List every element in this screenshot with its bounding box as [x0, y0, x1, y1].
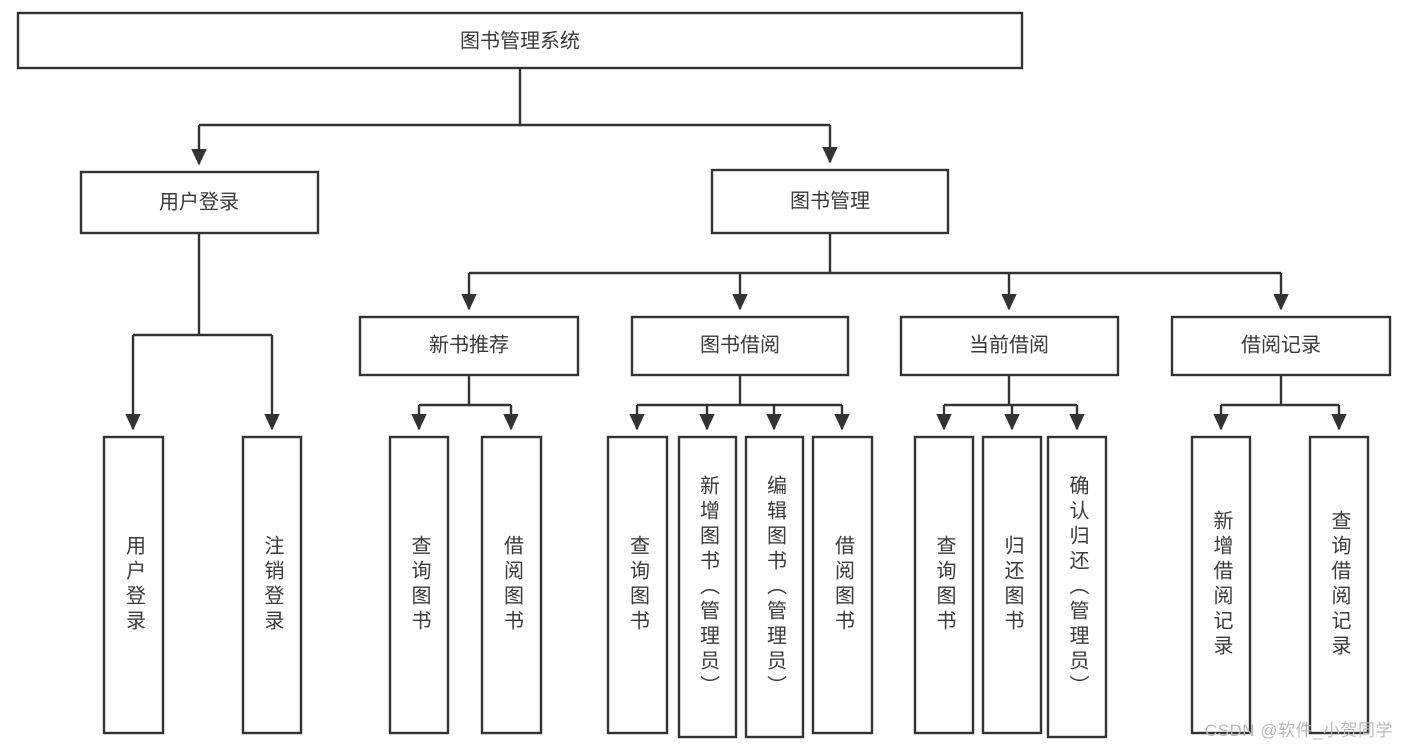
- node-book-mgmt[interactable]: 图书管理: [710, 168, 950, 235]
- node-borrow[interactable]: 图书借阅: [630, 315, 850, 377]
- leaf-box-add-record[interactable]: [1190, 435, 1252, 735]
- node-user-login-box[interactable]: [79, 170, 320, 235]
- leaf-box-borrow-books-new[interactable]: [480, 435, 543, 735]
- connector-group-root: [191, 68, 838, 166]
- node-root-label: 图书管理系统: [460, 29, 580, 52]
- node-user-login[interactable]: 用户登录: [79, 170, 320, 235]
- node-borrow-records[interactable]: 借阅记录: [1170, 315, 1392, 377]
- node-root-box[interactable]: [16, 11, 1024, 70]
- node-root[interactable]: 图书管理系统: [16, 11, 1024, 70]
- connector-group-current: [936, 375, 1085, 431]
- node-new-books-label: 新书推荐: [429, 333, 509, 356]
- leaf-box-query-record[interactable]: [1308, 435, 1370, 735]
- node-borrow-label: 图书借阅: [700, 333, 780, 356]
- node-current-borrow[interactable]: 当前借阅: [899, 315, 1120, 377]
- node-book-mgmt-box[interactable]: [710, 168, 950, 235]
- leaf-box-query-books-current[interactable]: [913, 435, 975, 735]
- connector-group-new-books: [411, 375, 519, 431]
- node-book-mgmt-label: 图书管理: [790, 189, 870, 212]
- node-user-login-label: 用户登录: [159, 190, 239, 213]
- node-new-books-box[interactable]: [358, 315, 580, 377]
- leaf-box-query-books-borrow[interactable]: [606, 435, 669, 735]
- node-current-borrow-box[interactable]: [899, 315, 1120, 377]
- connector-group-user-login: [125, 233, 280, 431]
- leaf-box-confirm-return-admin[interactable]: [1046, 435, 1108, 739]
- node-current-borrow-label: 当前借阅: [969, 333, 1049, 356]
- node-borrow-box[interactable]: [630, 315, 850, 377]
- leaf-box-group: [102, 435, 1370, 739]
- leaf-box-return-book[interactable]: [981, 435, 1043, 735]
- connector-group-records: [1213, 375, 1347, 431]
- csdn-watermark: CSDN @软件_小贺同学: [1204, 721, 1393, 740]
- node-new-books[interactable]: 新书推荐: [358, 315, 580, 377]
- node-borrow-records-label: 借阅记录: [1241, 333, 1321, 356]
- node-borrow-records-box[interactable]: [1170, 315, 1392, 377]
- leaf-box-add-book-admin[interactable]: [677, 435, 738, 739]
- leaf-box-borrow-book[interactable]: [811, 435, 874, 735]
- connector-group-borrow: [629, 375, 850, 431]
- leaf-box-logout[interactable]: [241, 435, 303, 735]
- connector-group-book-mgmt: [461, 233, 1289, 311]
- leaf-box-edit-book-admin[interactable]: [744, 435, 805, 739]
- leaf-box-query-books-new[interactable]: [388, 435, 450, 735]
- leaf-box-user-login[interactable]: [102, 435, 165, 735]
